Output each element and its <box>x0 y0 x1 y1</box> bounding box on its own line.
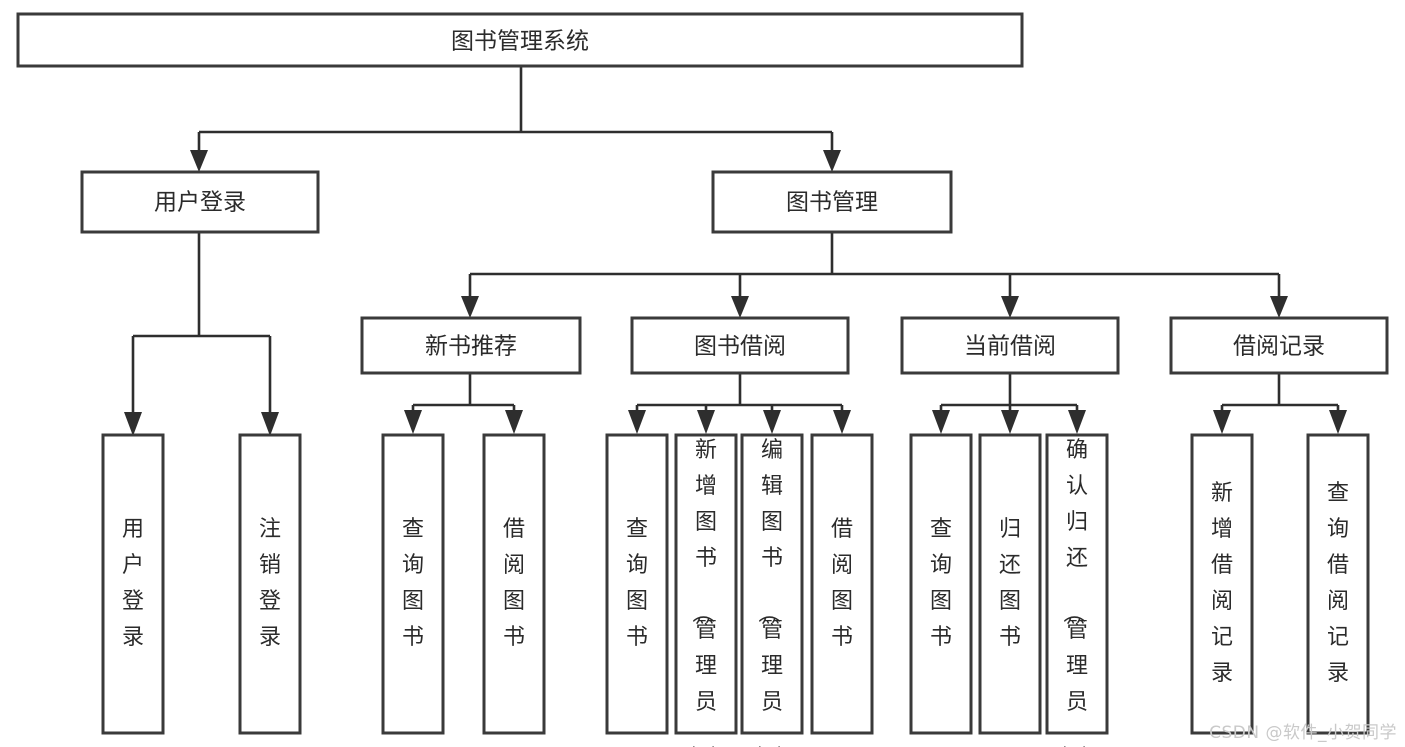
connector-userlogin-bus <box>131 232 272 414</box>
leaf-confirm-return-label: 确认归还（管理员） <box>1060 438 1088 747</box>
leaf-add-book-box[interactable] <box>674 433 738 735</box>
leaf-confirm-return[interactable]: 确认归还（管理员） <box>1045 433 1109 747</box>
leaf-user-login[interactable]: 用户登录 <box>101 433 165 735</box>
leaf-add-book[interactable]: 新增图书（管理员） <box>674 433 738 747</box>
leaf-return-book[interactable]: 归还图书 <box>978 433 1042 735</box>
leaf-borrow-book-1-box[interactable] <box>482 433 546 735</box>
node-user-login-label: 用户登录 <box>154 190 246 216</box>
connector-bookborrow-bus <box>635 373 844 414</box>
connector-root-bus <box>197 66 834 152</box>
leaf-borrow-book-2[interactable]: 借阅图书 <box>810 433 874 735</box>
csdn-watermark: CSDN @软件_小贺同学 <box>1209 723 1397 743</box>
node-book-manage[interactable]: 图书管理 <box>711 170 953 234</box>
node-root-label: 图书管理系统 <box>451 29 589 55</box>
connector-newbook-bus <box>411 373 516 414</box>
leaf-borrow-book-2-label: 借阅图书 <box>831 517 853 650</box>
leaf-add-record[interactable]: 新增借阅记录 <box>1190 433 1254 735</box>
node-borrow-record-box[interactable] <box>1169 316 1389 375</box>
connector-borrowrecord-bus <box>1220 373 1340 414</box>
leaf-edit-book-label: 编辑图书（管理员） <box>755 438 783 747</box>
node-new-book-recommend-box[interactable] <box>360 316 582 375</box>
leaf-query-book-3[interactable]: 查询图书 <box>909 433 973 735</box>
leaf-query-book-2-label: 查询图书 <box>626 517 648 650</box>
node-new-book-recommend-label: 新书推荐 <box>425 334 517 360</box>
leaf-query-book-1-label: 查询图书 <box>402 517 424 650</box>
leaf-user-logout-box[interactable] <box>238 433 302 735</box>
leaf-query-record-label: 查询借阅记录 <box>1327 481 1349 686</box>
connector-layer <box>124 66 1347 436</box>
arrow-bookmanage-to-current-borrow <box>1001 296 1019 318</box>
arrow-userlogin-to-leaf-user-logout <box>261 412 279 436</box>
node-book-borrow[interactable]: 图书借阅 <box>630 316 850 375</box>
leaf-confirm-return-box[interactable] <box>1045 433 1109 735</box>
arrow-newbook-to-leaf-query-book <box>404 410 422 434</box>
node-root-box[interactable] <box>16 12 1024 68</box>
node-current-borrow[interactable]: 当前借阅 <box>900 316 1120 375</box>
arrow-bookborrow-to-leaf-query-book <box>628 410 646 434</box>
leaf-query-book-2-box[interactable] <box>605 433 669 735</box>
leaf-borrow-book-2-box[interactable] <box>810 433 874 735</box>
leaf-add-book-label: 新增图书（管理员） <box>689 438 717 747</box>
arrow-currentborrow-to-leaf-query-book <box>932 410 950 434</box>
node-user-login[interactable]: 用户登录 <box>80 170 320 234</box>
leaf-add-record-box[interactable] <box>1190 433 1254 735</box>
leaf-user-logout[interactable]: 注销登录 <box>238 433 302 735</box>
arrow-bookmanage-to-book-borrow <box>731 296 749 318</box>
arrow-currentborrow-to-leaf-confirm-return <box>1068 410 1086 434</box>
leaf-query-book-1-box[interactable] <box>381 433 445 735</box>
arrow-newbook-to-leaf-borrow-book <box>505 410 523 434</box>
arrow-bookborrow-to-leaf-borrow-book <box>833 410 851 434</box>
node-book-borrow-label: 图书借阅 <box>694 334 786 360</box>
arrow-userlogin-to-leaf-user-login <box>124 412 142 436</box>
leaf-user-logout-label: 注销登录 <box>259 517 281 650</box>
arrow-bookmanage-to-borrow-record <box>1270 296 1288 318</box>
leaf-user-login-box[interactable] <box>101 433 165 735</box>
connector-bookmanage-bus <box>468 232 1281 298</box>
leaf-return-book-box[interactable] <box>978 433 1042 735</box>
node-borrow-record[interactable]: 借阅记录 <box>1169 316 1389 375</box>
node-new-book-recommend[interactable]: 新书推荐 <box>360 316 582 375</box>
leaf-query-book-3-box[interactable] <box>909 433 973 735</box>
arrow-borrowrecord-to-leaf-query-record <box>1329 410 1347 434</box>
arrow-borrowrecord-to-leaf-add-record <box>1213 410 1231 434</box>
connector-currentborrow-bus <box>939 373 1079 414</box>
leaf-query-book-3-label: 查询图书 <box>930 517 952 650</box>
leaf-add-record-label: 新增借阅记录 <box>1211 481 1233 686</box>
node-borrow-record-label: 借阅记录 <box>1233 334 1325 360</box>
node-current-borrow-label: 当前借阅 <box>964 334 1056 360</box>
node-user-login-box[interactable] <box>80 170 320 234</box>
node-book-manage-box[interactable] <box>711 170 953 234</box>
leaf-query-book-1[interactable]: 查询图书 <box>381 433 445 735</box>
leaf-edit-book[interactable]: 编辑图书（管理员） <box>740 433 804 747</box>
arrow-bookmanage-to-new-book-recommend <box>461 296 479 318</box>
leaf-borrow-book-1-label: 借阅图书 <box>503 517 525 650</box>
arrow-bookborrow-to-leaf-add-book <box>697 410 715 434</box>
leaf-return-book-label: 归还图书 <box>999 517 1021 650</box>
arrow-root-to-user-login <box>190 150 208 172</box>
leaf-query-book-2[interactable]: 查询图书 <box>605 433 669 735</box>
leaf-query-record-box[interactable] <box>1306 433 1370 735</box>
arrow-currentborrow-to-leaf-return-book <box>1001 410 1019 434</box>
arrow-root-to-book-manage <box>823 150 841 172</box>
node-current-borrow-box[interactable] <box>900 316 1120 375</box>
node-book-manage-label: 图书管理 <box>786 190 878 216</box>
leaf-borrow-book-1[interactable]: 借阅图书 <box>482 433 546 735</box>
leaf-user-login-label: 用户登录 <box>122 517 144 650</box>
node-root[interactable]: 图书管理系统 <box>16 12 1024 68</box>
arrow-bookborrow-to-leaf-edit-book <box>763 410 781 434</box>
leaf-query-record[interactable]: 查询借阅记录 <box>1306 433 1370 735</box>
leaf-edit-book-box[interactable] <box>740 433 804 735</box>
node-book-borrow-box[interactable] <box>630 316 850 375</box>
